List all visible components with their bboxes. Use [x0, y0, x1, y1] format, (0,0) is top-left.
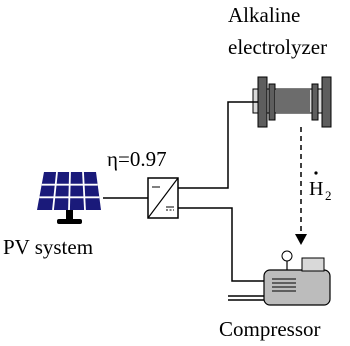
- panel-grid-line: [82, 171, 86, 211]
- converter-icon: [147, 177, 179, 219]
- compressor-icon: [263, 250, 331, 306]
- solar-panel-icon: [37, 171, 101, 224]
- hydrogen-label: H 2: [309, 171, 332, 203]
- wire-to-electrolyzer: [178, 101, 258, 189]
- wire-to-compressor: [178, 207, 264, 282]
- hydrogen-flow-arrow: [295, 127, 307, 245]
- wires: [103, 101, 264, 301]
- electrolyzer-label-line1: Alkaline: [228, 3, 300, 27]
- hydrogen-flow-dot: [314, 171, 318, 175]
- panel-grid-line: [52, 171, 58, 211]
- electrolyzer-icon: [252, 76, 332, 128]
- svg-text:H: H: [309, 178, 323, 200]
- svg-text:2: 2: [325, 188, 332, 203]
- compressor-label: Compressor: [219, 317, 321, 341]
- panel-grid-line: [68, 171, 71, 211]
- electrolyzer-label-line2: electrolyzer: [228, 35, 327, 59]
- pv-label: PV system: [3, 235, 93, 259]
- efficiency-label: η=0.97: [107, 147, 167, 171]
